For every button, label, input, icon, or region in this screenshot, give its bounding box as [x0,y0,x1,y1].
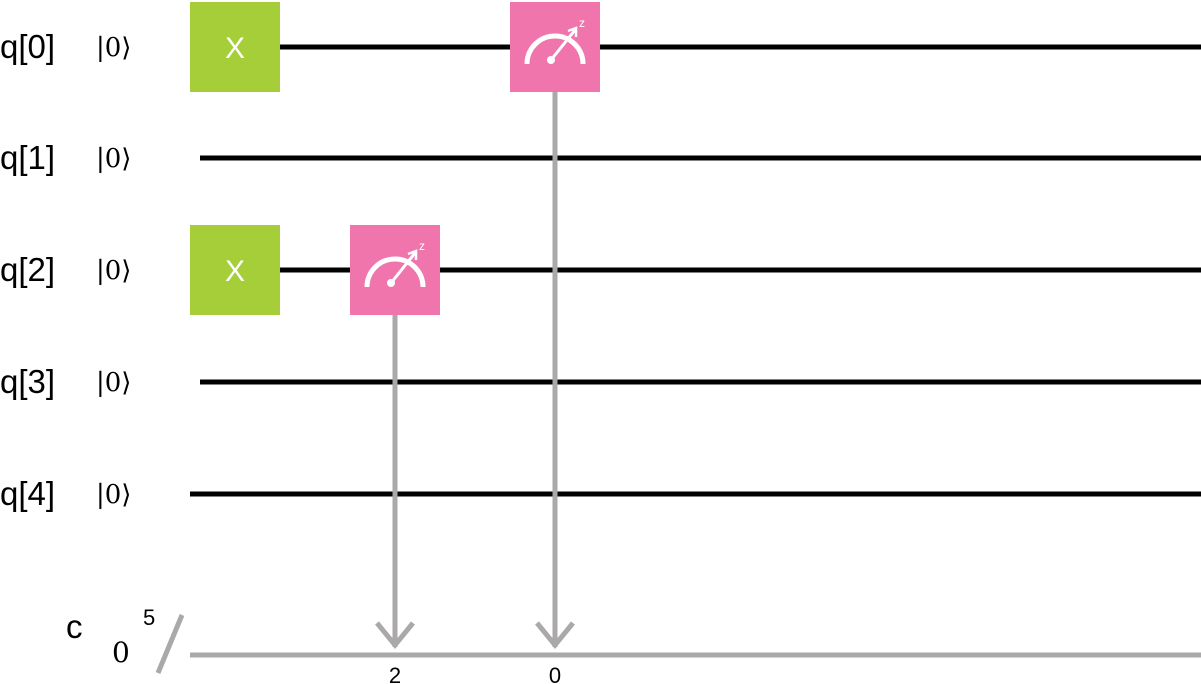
measurement-basis-label: z [579,16,585,30]
measurement-arrowhead [375,621,415,649]
classical-register-label: c [66,608,83,645]
meter-needle-arrow [407,249,418,260]
classical-initial-value: 0 [112,636,130,669]
qubit-label: q[3] [0,363,55,400]
qubit-label: q[2] [0,251,55,288]
meter-needle [389,252,417,284]
qubit-initial-state: |0⟩ [96,33,131,63]
measurement-arrowhead [535,621,575,649]
classical-bit-label: 2 [389,663,401,684]
measurement-basis-label: z [419,239,425,253]
register-slash [155,614,185,674]
gate-label: X [225,32,245,65]
qubit-label: q[0] [0,28,55,65]
meter-icon [524,33,586,65]
qubit-initial-state: |0⟩ [96,368,131,398]
x-gate [190,225,280,315]
qubit-initial-state: |0⟩ [96,256,131,286]
classical-bit-label: 0 [549,663,561,684]
qubit-initial-state: |0⟩ [96,144,131,174]
meter-icon [364,256,426,288]
measure-gate [510,2,600,92]
classical-register-size: 5 [143,605,155,630]
gate-label: X [225,255,245,288]
meter-pivot [387,279,395,287]
qubit-label: q[1] [0,139,55,176]
measure-gate [350,225,440,315]
qubit-label: q[4] [0,475,55,512]
meter-needle-arrow [567,26,578,37]
meter-pivot [547,56,555,64]
meter-needle [549,29,577,61]
qubit-initial-state: |0⟩ [96,480,131,510]
x-gate [190,2,280,92]
